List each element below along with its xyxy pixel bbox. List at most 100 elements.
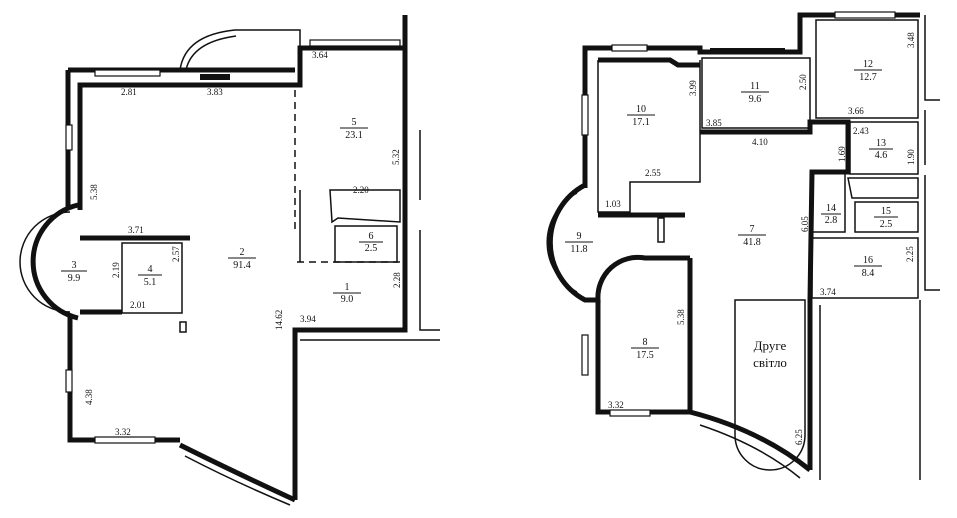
floor-plan-1 <box>19 15 440 506</box>
void-label-line1: Друге <box>754 338 787 353</box>
window <box>309 39 401 47</box>
dimension: 4.10 <box>752 137 768 147</box>
room-number: 6 <box>369 231 374 242</box>
room-15-outline <box>854 201 919 233</box>
room-area: 41.8 <box>743 237 761 248</box>
wall <box>67 315 180 443</box>
dimension: 3.64 <box>312 50 328 60</box>
room-number: 5 <box>352 117 357 128</box>
room-16-label: 16 8.4 <box>854 255 882 279</box>
dimension: 2.25 <box>905 246 915 262</box>
room-12-label: 12 12.7 <box>854 59 882 83</box>
room-area: 5.1 <box>144 277 157 288</box>
room-12-outline <box>815 19 919 119</box>
room-14-label: 14 2.8 <box>821 203 841 226</box>
window <box>65 124 73 151</box>
dimension: 2.43 <box>853 126 869 136</box>
room-number: 1 <box>345 282 350 293</box>
wall <box>819 15 940 480</box>
dimension: 3.85 <box>706 118 722 128</box>
room-area: 9.0 <box>341 294 354 305</box>
dimension: 2.57 <box>171 246 181 262</box>
room-area: 4.6 <box>875 150 888 161</box>
dimension: 2.81 <box>121 87 137 97</box>
room-11-outline <box>701 57 811 129</box>
wall <box>700 119 851 470</box>
room-6-outline <box>334 225 398 263</box>
closet <box>847 177 919 199</box>
dimension: 2.55 <box>645 168 661 178</box>
room-number: 15 <box>881 206 891 217</box>
bay-wall <box>689 409 812 472</box>
dimension: 5.38 <box>676 309 686 325</box>
bay-window <box>546 192 578 293</box>
room-number: 13 <box>876 138 886 149</box>
bay-wall <box>547 182 690 303</box>
closet <box>329 189 401 224</box>
wall <box>300 130 440 341</box>
dimension: 5.38 <box>89 184 99 200</box>
room-number: 14 <box>826 203 836 214</box>
dimension: 2.20 <box>353 185 369 195</box>
dimension: 2.01 <box>130 300 146 310</box>
room-13-label: 13 4.6 <box>869 138 893 161</box>
room-7-label: 7 41.8 <box>738 224 766 248</box>
room-number: 16 <box>863 255 873 266</box>
window <box>609 409 651 417</box>
dimension: 14.62 <box>274 310 284 330</box>
column <box>179 321 187 333</box>
room-area: 2.5 <box>880 219 893 230</box>
dimension: 3.74 <box>820 287 836 297</box>
void-label-line2: світло <box>753 355 787 370</box>
door <box>200 74 230 80</box>
room-area: 91.4 <box>233 260 251 271</box>
room-area: 12.7 <box>859 72 877 83</box>
dimension: 1.03 <box>605 199 621 209</box>
door <box>710 48 785 53</box>
room-number: 3 <box>72 260 77 271</box>
bay-wall <box>178 442 297 503</box>
room-5-label: 5 23.1 <box>340 117 368 141</box>
wall <box>598 57 700 68</box>
room-number: 2 <box>240 247 245 258</box>
dimension: 3.66 <box>848 106 864 116</box>
room-10-label: 10 17.1 <box>627 104 655 128</box>
void-label: Друге світло <box>753 338 787 370</box>
room-area: 9.9 <box>68 273 81 284</box>
room-number: 11 <box>750 81 760 92</box>
dimension: 5.32 <box>391 149 401 165</box>
room-11-label: 11 9.6 <box>741 81 769 105</box>
dimension: 1.90 <box>906 149 916 165</box>
double-height-void <box>734 299 806 471</box>
dimensions-floor-1: 2.81 3.83 3.64 5.32 5.38 3.71 2.19 2.57 … <box>84 50 402 437</box>
balcony-rail <box>185 35 237 71</box>
window <box>581 94 589 136</box>
room-4-label: 4 5.1 <box>138 264 162 288</box>
room-area: 2.8 <box>825 215 838 226</box>
bay-window <box>19 211 71 313</box>
room-area: 2.5 <box>365 243 378 254</box>
room-number: 7 <box>750 224 755 235</box>
window <box>834 11 896 19</box>
room-area: 8.4 <box>862 268 875 279</box>
window <box>581 334 589 376</box>
room-3-label: 3 9.9 <box>61 260 87 284</box>
room-8-label: 8 17.5 <box>631 337 659 361</box>
window <box>94 436 156 444</box>
room-area: 9.6 <box>749 94 762 105</box>
dimension: 3.32 <box>115 427 131 437</box>
wall <box>582 12 920 188</box>
room-15-label: 15 2.5 <box>874 206 898 230</box>
room-number: 9 <box>577 231 582 242</box>
dimension: 3.48 <box>906 32 916 48</box>
window <box>65 369 73 393</box>
room-2-label: 2 91.4 <box>228 247 256 271</box>
room-number: 12 <box>863 59 873 70</box>
room-number: 10 <box>636 104 646 115</box>
room-9-label: 9 11.8 <box>565 231 593 255</box>
room-10-outline <box>597 60 701 213</box>
dimension: 3.99 <box>688 80 698 96</box>
dimension: 3.94 <box>300 314 316 324</box>
dimension: 6.05 <box>800 216 810 232</box>
